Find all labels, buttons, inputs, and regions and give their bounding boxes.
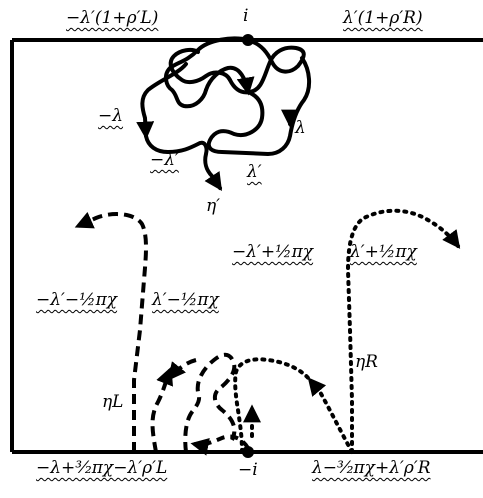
eta-small-dashed-hook	[190, 434, 250, 456]
eta-L-curve	[74, 211, 174, 453]
point-minus-i	[242, 446, 254, 458]
bottom-left-boundary-label: −λ+³⁄₂πχ−λ′ρ′L	[36, 458, 168, 478]
loop-right-label: λ	[295, 118, 306, 138]
top-left-boundary-label: −λ′(1+ρ′L)	[66, 8, 159, 28]
left-curve-right-label: λ′−½πχ	[152, 290, 219, 310]
top-point-label: i	[243, 6, 249, 26]
eta-R-label: ηR	[355, 352, 378, 372]
loop-bottom-right-label: λ′	[247, 162, 262, 182]
top-right-boundary-label: λ′(1+ρ′R)	[343, 8, 423, 28]
eta-L-label: ηL	[102, 392, 124, 412]
bottom-right-boundary-label: λ−³⁄₂πχ+λ′ρ′R	[312, 458, 431, 478]
eta-prime-curve	[136, 36, 311, 191]
loop-bottom-left-label: −λ′	[150, 150, 179, 170]
left-curve-left-label: −λ′−½πχ	[36, 290, 118, 310]
eta-R-curve	[233, 208, 461, 454]
right-curve-left-label: −λ′+½πχ	[232, 242, 314, 262]
eta-inner-dashed-curve	[167, 352, 237, 453]
right-curve-right-label: λ′+½πχ	[350, 242, 417, 262]
bottom-point-label: −i	[238, 460, 258, 480]
loop-left-label: −λ	[98, 106, 124, 126]
eta-prime-label: η′	[206, 196, 221, 216]
